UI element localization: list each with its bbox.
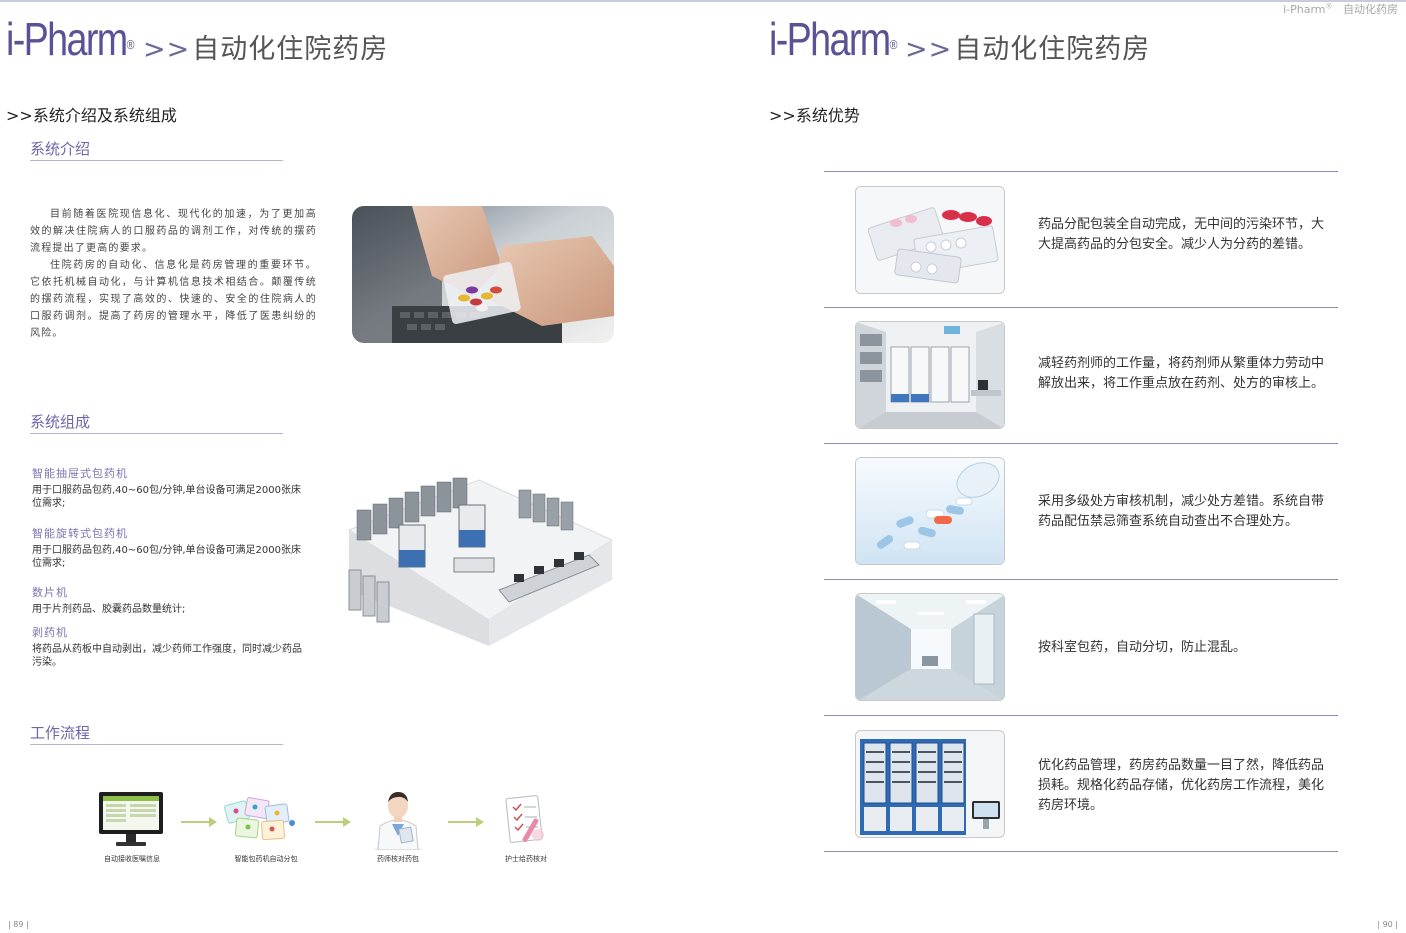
pharmacist-icon <box>370 784 426 856</box>
pharmacy-room-image <box>855 321 1005 429</box>
divider <box>824 715 1338 716</box>
component-desc: 用于口服药品包药,40~60包/分钟,单台设备可满足2000张床位需求; <box>32 484 302 510</box>
component-item: 剥药机 将药品从药板中自动剥出，减少药师工作强度，同时减少药品污染。 <box>32 626 302 670</box>
divider <box>824 851 1338 852</box>
component-title: 数片机 <box>32 586 68 599</box>
component-item: 智能抽屉式包药机 用于口服药品包药,40~60包/分钟,单台设备可满足2000张… <box>32 467 302 511</box>
section-heading: >>系统优势 <box>769 106 860 125</box>
component-desc: 用于片剂药品、胶囊药品数量统计; <box>32 603 186 615</box>
composition-heading: 系统组成 <box>30 411 283 434</box>
arrow-right-icon <box>315 817 351 827</box>
workflow-step-label: 智能包药机自动分包 <box>234 855 298 863</box>
page-title: >>自动化住院药房 <box>905 34 1151 65</box>
workflow-step-label: 自动接收医嘱信息 <box>104 855 160 863</box>
monitor-icon <box>98 791 164 849</box>
brand-logo: i-Pharm® <box>769 13 898 65</box>
divider <box>824 443 1338 444</box>
blister-packs-image <box>855 186 1005 294</box>
advantage-text: 减轻药剂师的工作量，将药剂师从繁重体力劳动中解放出来，将工作重点放在药剂、处方的… <box>1038 356 1325 391</box>
divider <box>824 579 1338 580</box>
advantage-text: 按科室包药，自动分切，防止混乱。 <box>1038 640 1247 655</box>
section-heading: >>系统介绍及系统组成 <box>6 106 177 125</box>
pill-packets-icon <box>222 793 304 843</box>
intro-text: 目前随着医院现信息化、现代化的加速，为了更加高效的解决住院病人的口服药品的调剂工… <box>30 209 317 339</box>
page-title: >>自动化住院药房 <box>143 34 389 65</box>
workflow-step-label: 护士给药核对 <box>505 855 547 863</box>
running-head: i-Pharm® 自动化药房 <box>1283 2 1398 16</box>
component-item: 智能旋转式包药机 用于口服药品包药,40~60包/分钟,单台设备可满足2000张… <box>32 527 302 571</box>
arrow-right-icon <box>181 817 217 827</box>
advantage-text: 药品分配包装全自动完成，无中间的污染环节，大大提高药品的分包安全。减少人为分药的… <box>1038 217 1325 252</box>
component-title: 智能旋转式包药机 <box>32 527 128 540</box>
pharmacy-layout-render <box>329 470 612 646</box>
top-border <box>0 0 1406 2</box>
component-title: 智能抽屉式包药机 <box>32 467 128 480</box>
left-page: i-Pharm® >>自动化住院药房 >>系统介绍及系统组成 系统介绍 目前随着… <box>6 13 614 929</box>
page-number: | 89 | <box>8 920 29 929</box>
component-title: 剥药机 <box>32 626 68 639</box>
hospital-corridor-image <box>855 593 1005 701</box>
arrow-right-icon <box>448 817 484 827</box>
workflow-heading: 工作流程 <box>30 722 283 745</box>
checklist-icon <box>502 793 550 847</box>
component-desc: 用于口服药品包药,40~60包/分钟,单台设备可满足2000张床位需求; <box>32 544 302 570</box>
intro-heading: 系统介绍 <box>30 138 283 161</box>
spilled-pills-image <box>855 457 1005 565</box>
page-number: | 90 | <box>1377 920 1398 929</box>
workflow-step-label: 药师核对药包 <box>377 855 419 863</box>
advantage-text: 优化药品管理，药房药品数量一目了然，降低药品损耗。规格化药品存储，优化药房工作流… <box>1038 758 1325 813</box>
component-item: 数片机 用于片剂药品、胶囊药品数量统计; <box>32 586 302 616</box>
dispensing-cabinet-image <box>855 730 1005 838</box>
divider <box>824 307 1338 308</box>
pill-packet-photo <box>352 206 614 343</box>
divider <box>824 171 1338 172</box>
brand-logo: i-Pharm® <box>6 13 135 65</box>
advantage-text: 采用多级处方审核机制，减少处方差错。系统自带药品配伍禁忌筛查系统自动查出不合理处… <box>1038 494 1325 529</box>
component-desc: 将药品从药板中自动剥出，减少药师工作强度，同时减少药品污染。 <box>32 643 302 669</box>
